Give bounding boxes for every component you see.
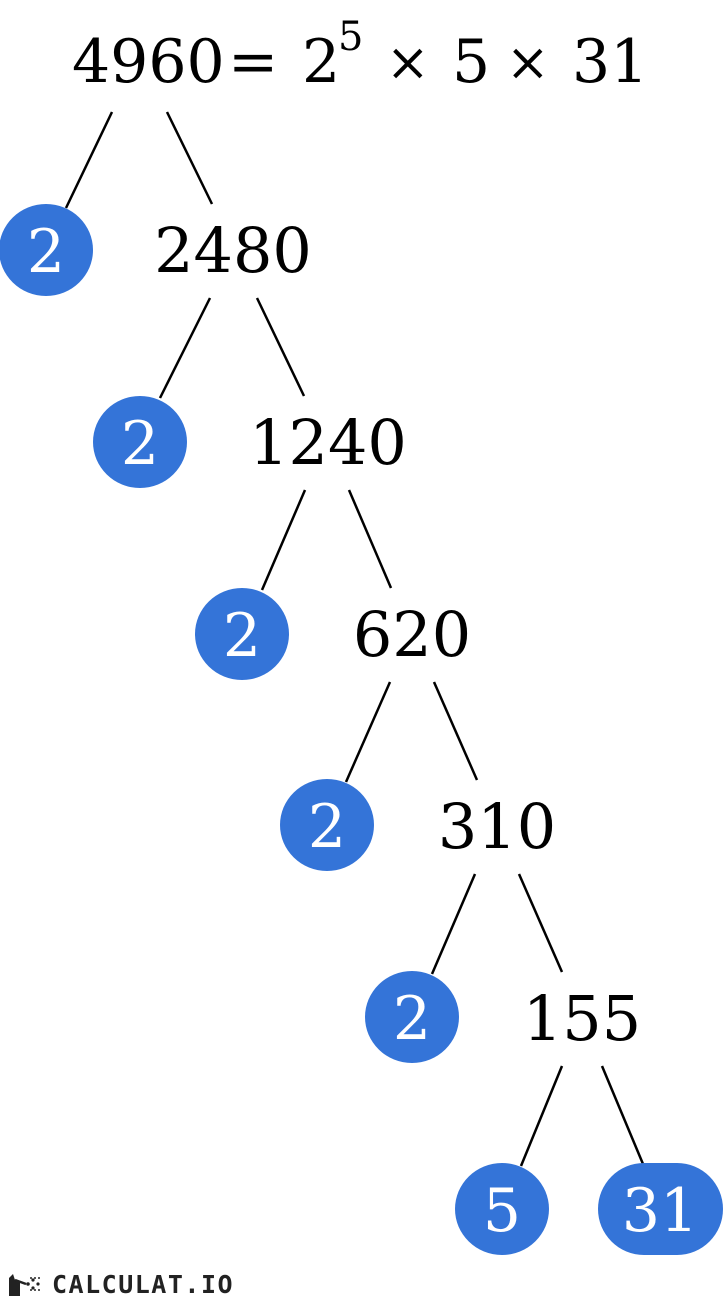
logo-text: CALCULAT.IO	[52, 1269, 235, 1299]
composite-node-155: 155	[523, 982, 641, 1055]
times-sign-2: ×	[506, 33, 550, 93]
branch-line	[344, 681, 392, 783]
composite-node-620: 620	[353, 598, 471, 671]
prime-label: 2	[308, 792, 346, 862]
prime-node: 2	[195, 588, 289, 680]
equation-factor-31: 31	[572, 27, 648, 97]
prime-node: 5	[455, 1163, 549, 1255]
calculatio-logo: CALCULAT.IO	[6, 1268, 234, 1300]
equation-number: 4960	[72, 27, 225, 97]
branch-line	[517, 873, 564, 973]
prime-node: 2	[0, 204, 93, 296]
prime-node: 2	[365, 971, 459, 1063]
branch-line	[347, 489, 393, 589]
equation-factor-5: 5	[452, 27, 490, 97]
prime-node: 2	[93, 396, 187, 488]
prime-label: 2	[223, 601, 261, 671]
composite-node-2480: 2480	[154, 214, 312, 287]
times-sign-1: ×	[386, 33, 430, 93]
prime-label: 2	[121, 409, 159, 479]
prime-label: 2	[393, 984, 431, 1054]
equals-sign: =	[228, 27, 278, 97]
branch-line	[600, 1065, 645, 1165]
equation-base: 2	[302, 27, 340, 97]
branch-line	[260, 489, 307, 591]
prime-node: 31	[598, 1163, 723, 1255]
prime-node: 2	[280, 779, 374, 871]
prime-label: 31	[622, 1176, 698, 1246]
tree-branches	[64, 111, 645, 1167]
branch-line	[255, 297, 306, 397]
branch-line	[165, 111, 214, 205]
composite-node-1240: 1240	[249, 406, 407, 479]
equation-exponent: 5	[338, 14, 363, 60]
branch-line	[519, 1065, 564, 1167]
branch-line	[430, 873, 477, 975]
branch-line	[432, 681, 479, 781]
branch-line	[64, 111, 114, 209]
prime-label: 2	[27, 217, 65, 287]
composite-node-310: 310	[438, 790, 556, 863]
prime-label: 5	[483, 1176, 521, 1246]
factorization-equation: 4960 = 2 5 × 5 × 31	[72, 14, 648, 97]
prime-nodes: 2 2 2 2 2 5 31	[0, 204, 723, 1255]
calculator-logo-icon	[9, 1274, 42, 1296]
composite-nodes: 2480 1240 620 310 155	[154, 214, 641, 1055]
branch-line	[158, 297, 212, 399]
